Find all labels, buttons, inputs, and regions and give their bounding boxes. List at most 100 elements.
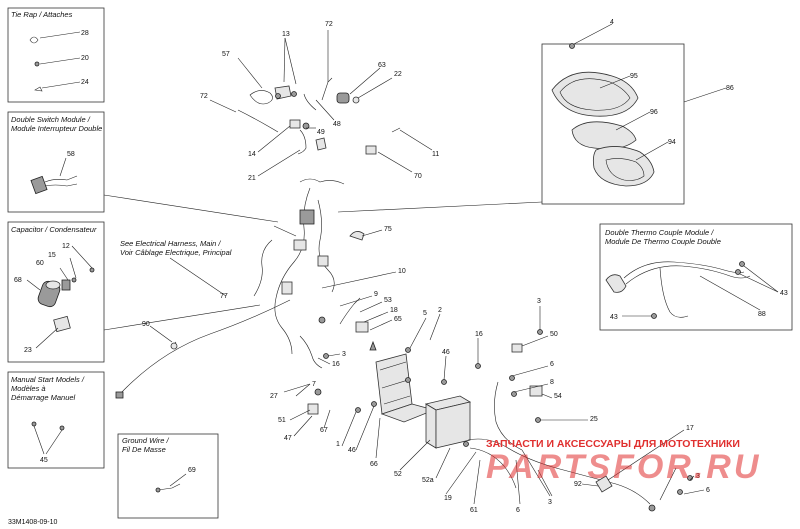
manual-start-title-3: Démarrage Manuel <box>11 393 76 402</box>
see-harness-2: Voir Câblage Electrique, Principal <box>120 248 232 257</box>
watermark-brand: PARTSFOR.RU <box>486 448 761 486</box>
callout-61: 61 <box>470 507 478 514</box>
callout-60: 60 <box>36 260 44 267</box>
callout-43-left: 43 <box>610 314 618 321</box>
diagram-code: 33M1408-09-10 <box>8 519 58 526</box>
callout-20: 20 <box>81 55 89 62</box>
callout-4: 4 <box>610 19 614 26</box>
callout-88: 88 <box>758 311 766 318</box>
panel-assembly-parts <box>551 43 655 187</box>
callout-10: 10 <box>398 268 406 275</box>
callout-49: 49 <box>317 129 325 136</box>
callout-68: 68 <box>14 277 22 284</box>
manual-start-parts <box>31 421 65 455</box>
callout-54: 54 <box>554 393 562 400</box>
callout-72-left: 72 <box>200 93 208 100</box>
manual-start-panel <box>7 371 105 469</box>
ground-wire-title-2: Fil De Masse <box>122 445 166 454</box>
callout-45: 45 <box>40 457 48 464</box>
callout-48: 48 <box>333 121 341 128</box>
callout-86: 86 <box>726 85 734 92</box>
manual-start-title-2: Modèles à <box>11 384 46 393</box>
ground-wire-part <box>155 473 187 493</box>
callout-65: 65 <box>394 316 402 323</box>
callout-16-right: 16 <box>475 331 483 338</box>
callout-13: 13 <box>282 31 290 38</box>
thermo-title-1: Double Thermo Couple Module / <box>605 228 714 237</box>
callout-25: 25 <box>590 416 598 423</box>
capacitor-title: Capacitor / Condensateur <box>11 225 97 234</box>
callout-46-top: 46 <box>442 349 450 356</box>
callout-12: 12 <box>62 243 70 250</box>
callout-8: 8 <box>550 379 554 386</box>
callout-50: 50 <box>550 331 558 338</box>
callout-77: 77 <box>220 293 228 300</box>
tie-rap-parts <box>29 31 81 92</box>
callout-94: 94 <box>668 139 676 146</box>
callout-6-right: 6 <box>706 487 710 494</box>
callout-43-right: 43 <box>780 290 788 297</box>
capacitor-leader <box>103 304 261 331</box>
see-harness-1: See Electrical Harness, Main / <box>120 239 221 248</box>
callout-15: 15 <box>48 252 56 259</box>
callout-6-bottom: 6 <box>516 507 520 514</box>
tie-rap-title: Tie Rap / Attaches <box>11 10 73 19</box>
capacitor-parts <box>26 245 95 349</box>
callout-63: 63 <box>378 62 386 69</box>
callout-19: 19 <box>444 495 452 502</box>
callout-75: 75 <box>384 226 392 233</box>
manual-start-title-1: Manual Start Models / <box>11 375 85 384</box>
panel-leader <box>337 201 543 213</box>
callout-3-lower: 3 <box>548 499 552 506</box>
callout-3-right: 3 <box>696 473 700 480</box>
callout-5: 5 <box>423 310 427 317</box>
ground-wire-title-1: Ground Wire / <box>122 436 170 445</box>
callout-9: 9 <box>374 291 378 298</box>
main-harness <box>115 178 377 415</box>
switch-leader <box>103 194 279 223</box>
callout-70: 70 <box>414 173 422 180</box>
callout-24: 24 <box>81 79 89 86</box>
ground-wire-panel <box>117 433 219 519</box>
callout-21: 21 <box>248 175 256 182</box>
callout-23: 23 <box>24 347 32 354</box>
callout-18: 18 <box>390 307 398 314</box>
callout-96: 96 <box>650 109 658 116</box>
callout-72-top: 72 <box>325 21 333 28</box>
watermark-top: ЗАПЧАСТИ И АКСЕССУАРЫ ДЛЯ МОТОТЕХНИКИ <box>486 438 740 450</box>
battery-cables <box>467 329 693 512</box>
callout-7: 7 <box>312 381 316 388</box>
double-switch-title-2: Module Interrupteur Double <box>11 124 102 133</box>
callout-52a: 52a <box>422 477 434 484</box>
callout-92: 92 <box>574 481 582 488</box>
callout-67: 67 <box>320 427 328 434</box>
battery <box>424 395 472 449</box>
callout-28: 28 <box>81 30 89 37</box>
callout-66: 66 <box>370 461 378 468</box>
callout-11: 11 <box>432 151 439 158</box>
callout-27: 27 <box>270 393 278 400</box>
thermo-couple-panel <box>599 223 793 331</box>
callout-46-bottom: 46 <box>348 447 356 454</box>
callout-69: 69 <box>188 467 196 474</box>
callout-2: 2 <box>438 307 442 314</box>
double-switch-part <box>30 157 78 195</box>
thermo-title-2: Module De Thermo Couple Double <box>605 237 721 246</box>
callout-58: 58 <box>67 151 75 158</box>
tie-rap-panel <box>7 7 105 103</box>
callout-1: 1 <box>336 441 340 448</box>
callout-16-mid: 16 <box>332 361 340 368</box>
double-switch-panel <box>7 111 105 213</box>
callout-3-mid: 3 <box>342 351 346 358</box>
callout-17: 17 <box>686 425 694 432</box>
top-connectors <box>237 77 401 155</box>
callout-51: 51 <box>278 417 286 424</box>
callout-95: 95 <box>630 73 638 80</box>
callout-52: 52 <box>394 471 402 478</box>
thermo-couple-part <box>605 261 751 319</box>
callout-90: 90 <box>142 321 150 328</box>
callout-47: 47 <box>284 435 292 442</box>
callout-3-upper: 3 <box>537 298 541 305</box>
